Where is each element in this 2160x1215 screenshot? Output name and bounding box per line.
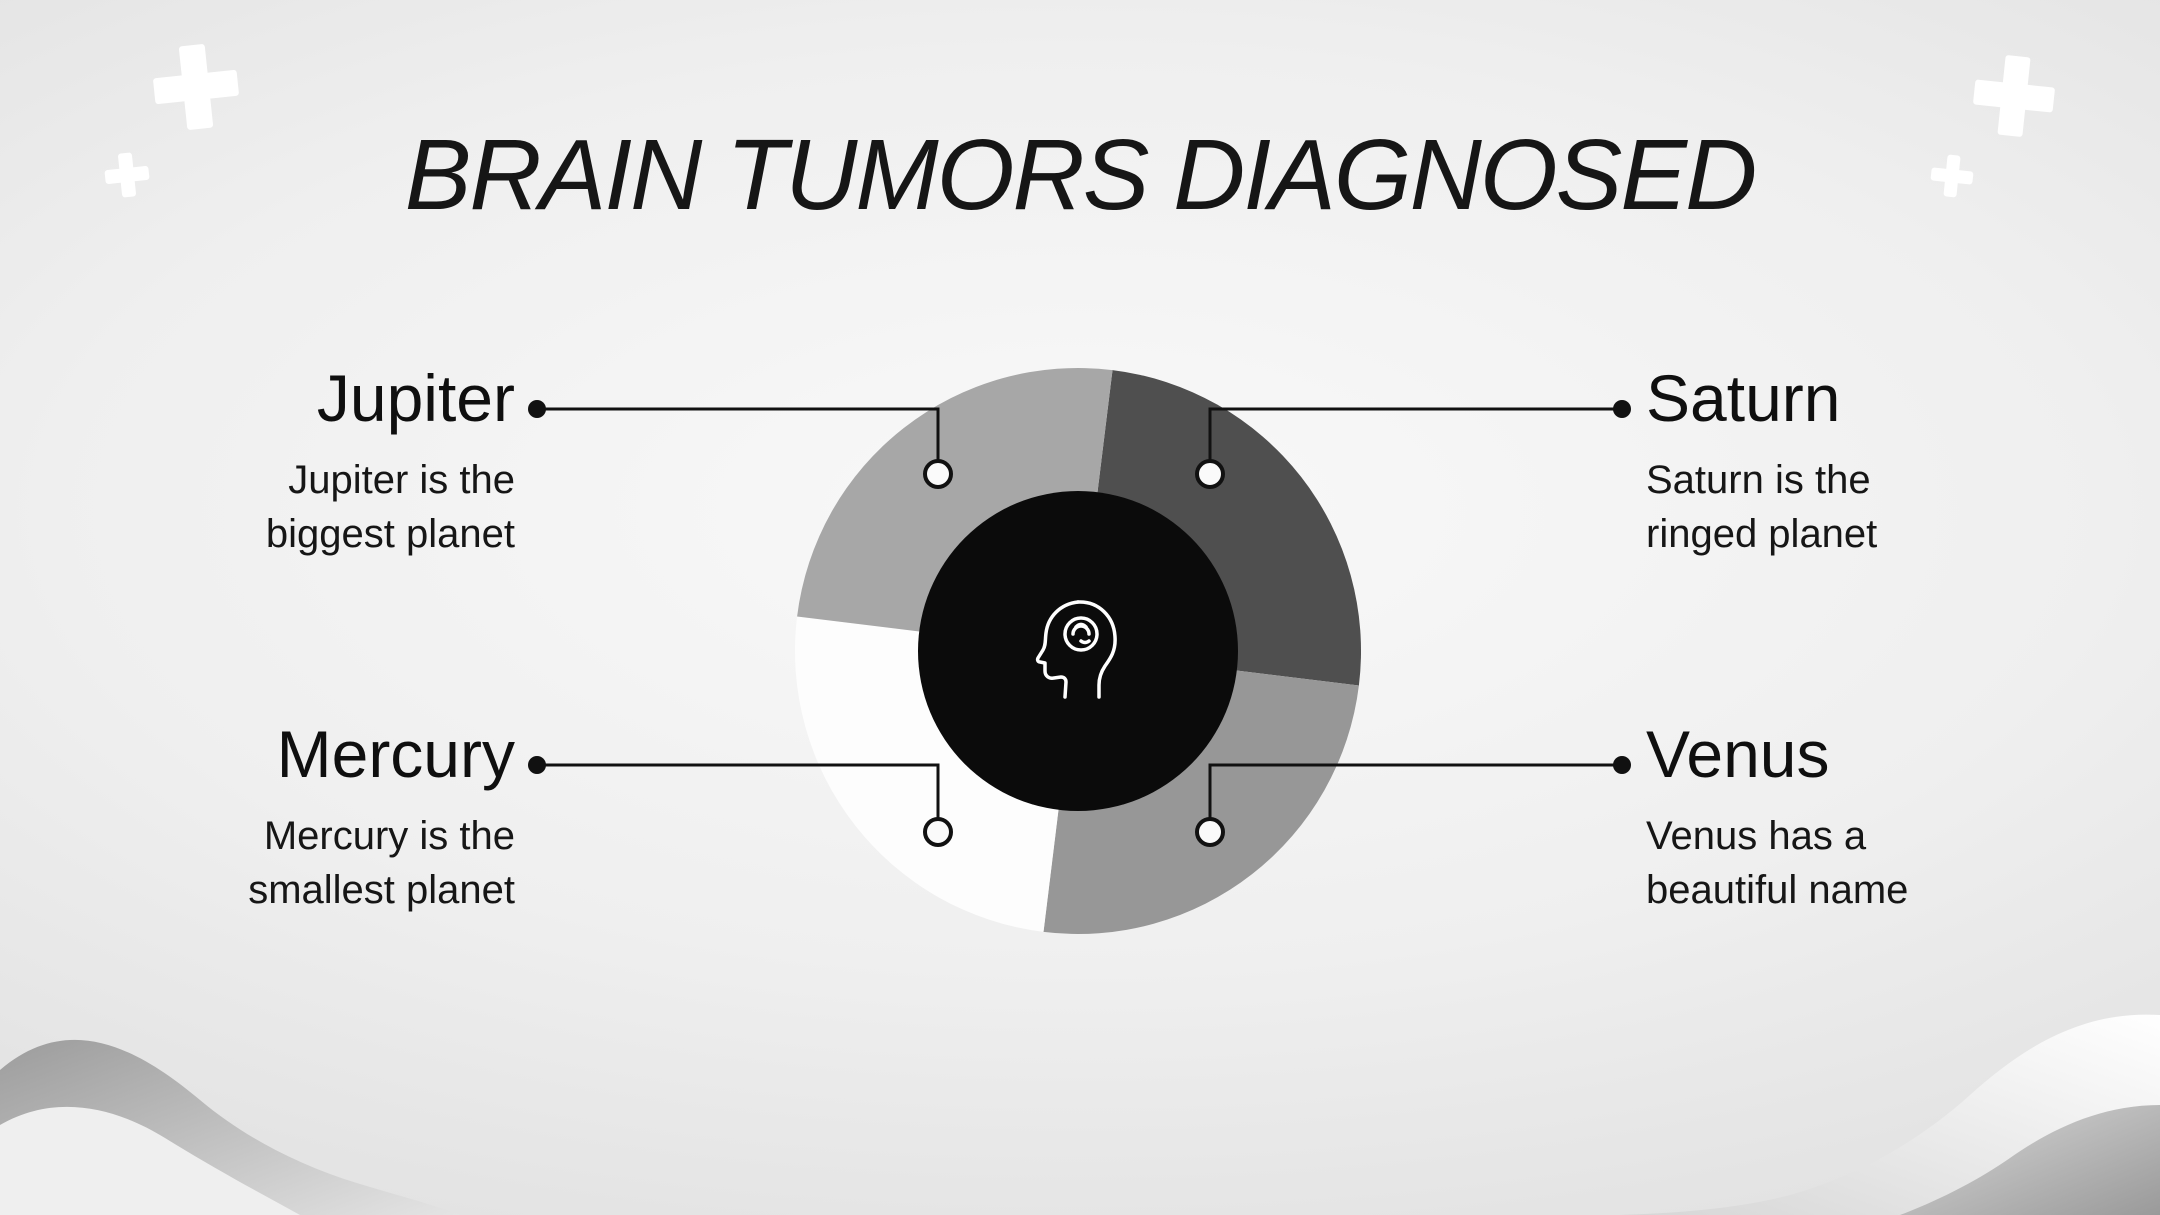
item-name: Venus	[1646, 717, 1830, 791]
item-name: Jupiter	[316, 361, 515, 435]
connector-ring	[1195, 459, 1225, 489]
item-name: Mercury	[276, 717, 515, 791]
item-description: Mercury is the smallest planet	[248, 814, 515, 913]
page-title: BRAIN TUMORS DIAGNOSED	[404, 119, 1758, 231]
item-description: Saturn is the ringed planet	[1646, 458, 1878, 557]
wave-shape-bottom-right	[1620, 1014, 2160, 1215]
item-venus: Venus Venus has a beautiful name	[1646, 717, 1986, 917]
item-saturn: Saturn Saturn is the ringed planet	[1646, 361, 1986, 561]
item-name: Saturn	[1646, 361, 1841, 435]
connector-ring	[923, 459, 953, 489]
item-description: Jupiter is the biggest planet	[265, 458, 515, 557]
connector-mercury	[528, 756, 953, 847]
connector-venus	[1195, 756, 1631, 847]
connector-line	[537, 763, 940, 819]
connector-ring	[1195, 817, 1225, 847]
wave-shape-bottom-left	[0, 1039, 460, 1215]
item-description: Venus has a beautiful name	[1646, 814, 1909, 913]
connector-line	[537, 407, 940, 461]
connector-line	[1208, 407, 1622, 461]
head-brain-icon	[1035, 600, 1117, 699]
item-jupiter: Jupiter Jupiter is the biggest planet	[175, 361, 515, 561]
connector-ring	[923, 817, 953, 847]
connector-jupiter	[528, 400, 953, 489]
item-mercury: Mercury Mercury is the smallest planet	[175, 717, 515, 917]
connector-line	[1208, 763, 1622, 819]
connector-saturn	[1195, 400, 1631, 489]
